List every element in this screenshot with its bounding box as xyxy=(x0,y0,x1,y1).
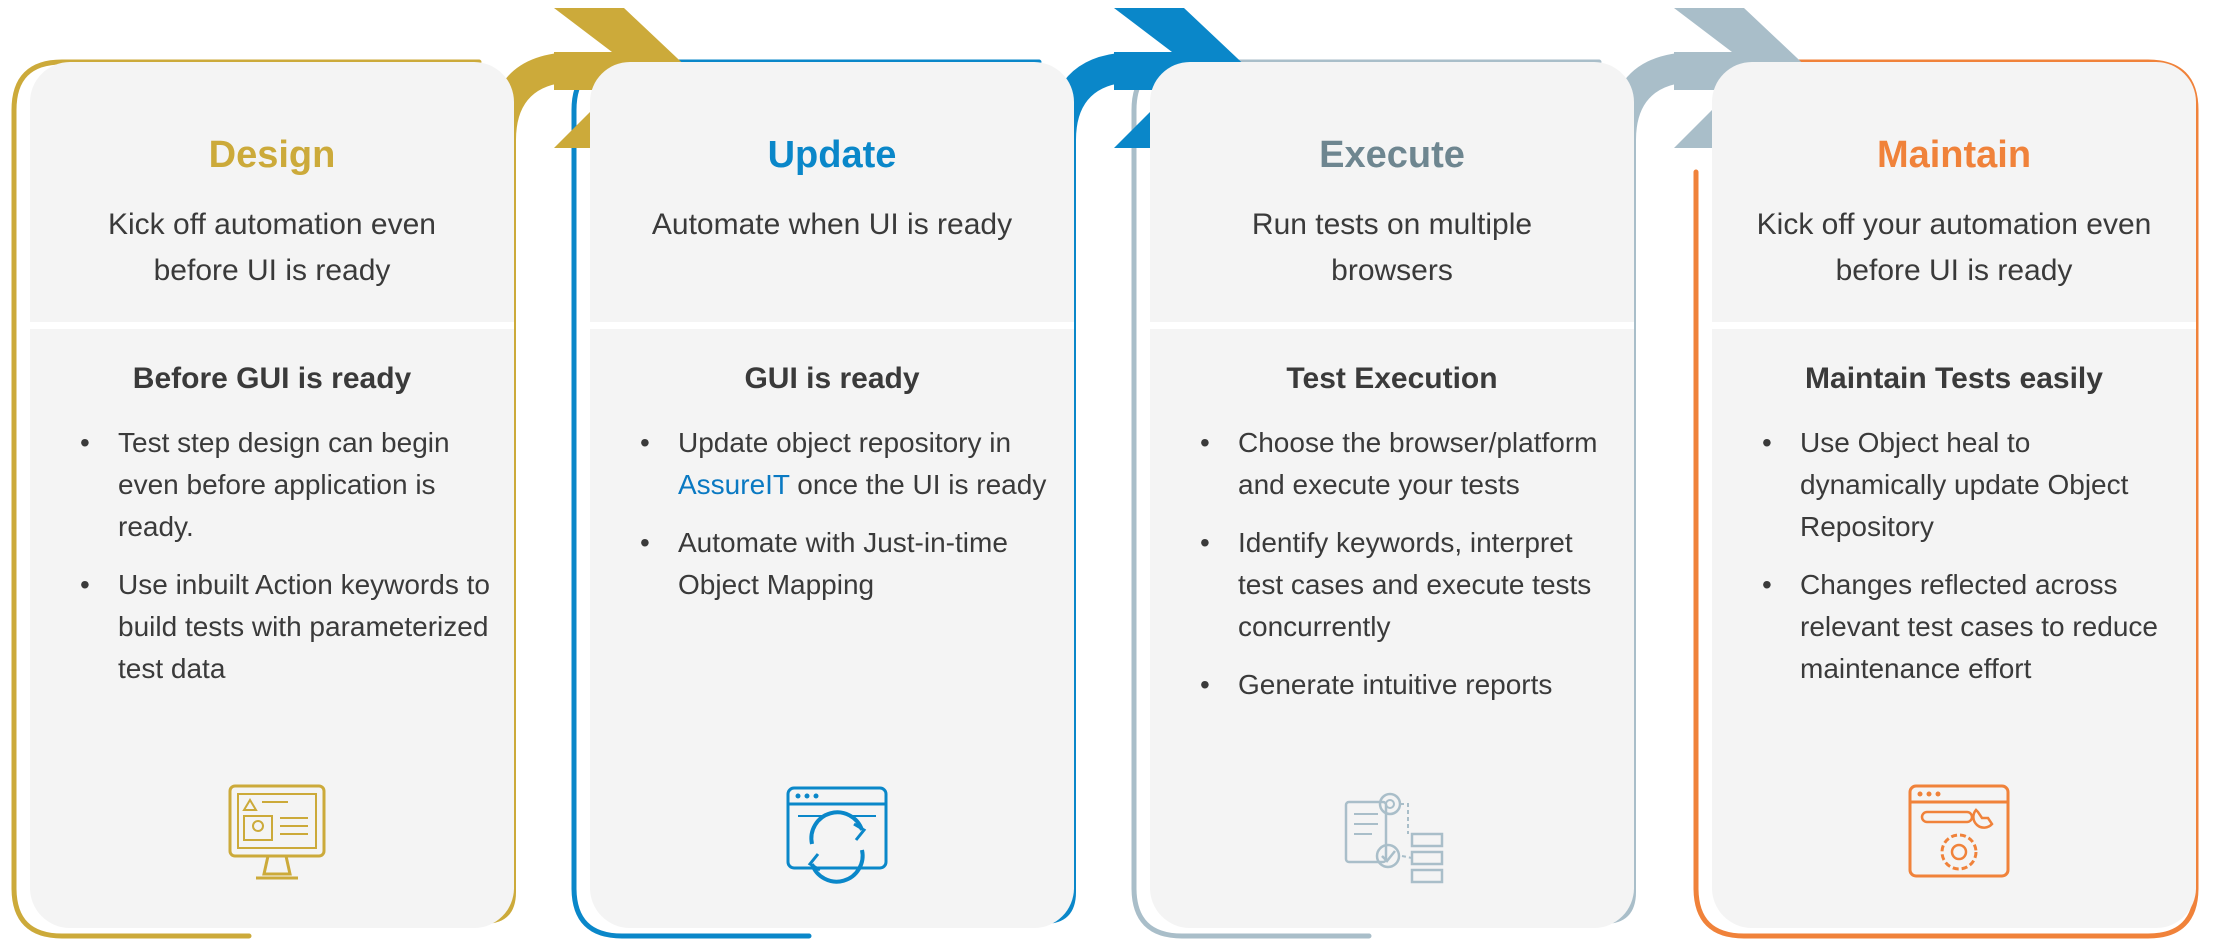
browser-gear-icon xyxy=(1908,784,2010,878)
update-title: Update xyxy=(767,134,897,176)
execute-bullet-list: • Choose the browser/platform and execute… xyxy=(1200,422,1610,722)
update-bullet-list: • Update object repository in AssureIT on… xyxy=(640,422,1050,622)
bullet-text: Use inbuilt Action keywords to build tes… xyxy=(118,569,490,684)
bullet-text: Generate intuitive reports xyxy=(1238,669,1553,700)
bullet-text: Changes reflected across relevant test c… xyxy=(1800,569,2158,684)
design-outline xyxy=(11,59,482,939)
design-subtitle: Kick off automation even before UI is re… xyxy=(108,208,436,287)
execute-title: Execute xyxy=(1319,134,1465,176)
design-card: Design Kick off automation even before U… xyxy=(30,62,514,928)
list-item: • Automate with Just-in-time Object Mappi… xyxy=(640,522,1050,606)
card-divider xyxy=(30,322,514,329)
list-item: • Test step design can begin even before … xyxy=(80,422,490,548)
execute-heading: Test Execution xyxy=(1286,362,1498,395)
execute-card: Execute Run tests on multiple browsers T… xyxy=(1150,62,1634,928)
list-item: • Generate intuitive reports xyxy=(1200,664,1610,706)
bullet-dot-icon: • xyxy=(1762,427,1772,458)
card-divider xyxy=(1712,322,2196,329)
list-item: • Update object repository in AssureIT on… xyxy=(640,422,1050,506)
design-summary: Design Kick off automation even before U… xyxy=(30,62,514,322)
update-summary: Update Automate when UI is ready xyxy=(590,62,1074,322)
bullet-text: Identify keywords, interpret test cases … xyxy=(1238,527,1592,642)
bullet-text: Choose the browser/platform and execute … xyxy=(1238,427,1598,500)
bullet-dot-icon: • xyxy=(1200,427,1210,458)
execute-summary: Execute Run tests on multiple browsers xyxy=(1150,62,1634,322)
bullet-dot-icon: • xyxy=(1762,569,1772,600)
card-divider xyxy=(1150,322,1634,329)
list-item: • Use inbuilt Action keywords to build te… xyxy=(80,564,490,690)
maintain-bullet-list: • Use Object heal to dynamically update O… xyxy=(1762,422,2172,706)
bullet-text: Test step design can begin even before a… xyxy=(118,427,450,542)
list-item: • Identify keywords, interpret test cases… xyxy=(1200,522,1610,648)
bullet-text-post: once the UI is ready xyxy=(789,469,1047,500)
update-subtitle: Automate when UI is ready xyxy=(651,208,1013,241)
bullet-dot-icon: • xyxy=(80,427,90,458)
update-heading: GUI is ready xyxy=(744,362,920,395)
design-bullet-list: • Test step design can begin even before … xyxy=(80,422,490,706)
maintain-card: Maintain Kick off your automation even b… xyxy=(1712,62,2196,928)
maintain-title: Maintain xyxy=(1876,134,2032,176)
bullet-text: Automate with Just-in-time Object Mappin… xyxy=(678,527,1008,600)
maintain-summary: Maintain Kick off your automation even b… xyxy=(1712,62,2196,322)
list-item: • Use Object heal to dynamically update O… xyxy=(1762,422,2172,548)
execute-subtitle: Run tests on multiple browsers xyxy=(1251,208,1533,287)
maintain-heading: Maintain Tests easily xyxy=(1805,362,2103,395)
test-execution-icon xyxy=(1344,792,1444,884)
bullet-dot-icon: • xyxy=(640,427,650,458)
bullet-text-pre: Update object repository in xyxy=(678,427,1012,458)
bullet-dot-icon: • xyxy=(640,527,650,558)
bullet-dot-icon: • xyxy=(1200,669,1210,700)
list-item: • Changes reflected across relevant test … xyxy=(1762,564,2172,690)
assureit-link[interactable]: AssureIT xyxy=(678,469,790,500)
bullet-text: Use Object heal to dynamically update Ob… xyxy=(1800,427,2129,542)
maintain-subtitle: Kick off your automation even before UI … xyxy=(1756,208,2152,287)
bullet-dot-icon: • xyxy=(80,569,90,600)
update-card: Update Automate when UI is ready GUI is … xyxy=(590,62,1074,928)
list-item: • Choose the browser/platform and execute… xyxy=(1200,422,1610,506)
bullet-dot-icon: • xyxy=(1200,527,1210,558)
browser-refresh-icon xyxy=(786,786,888,884)
card-divider xyxy=(590,322,1074,329)
design-title: Design xyxy=(208,134,336,176)
design-monitor-icon xyxy=(228,784,326,880)
design-outline-line xyxy=(11,59,482,939)
design-heading: Before GUI is ready xyxy=(132,362,412,395)
